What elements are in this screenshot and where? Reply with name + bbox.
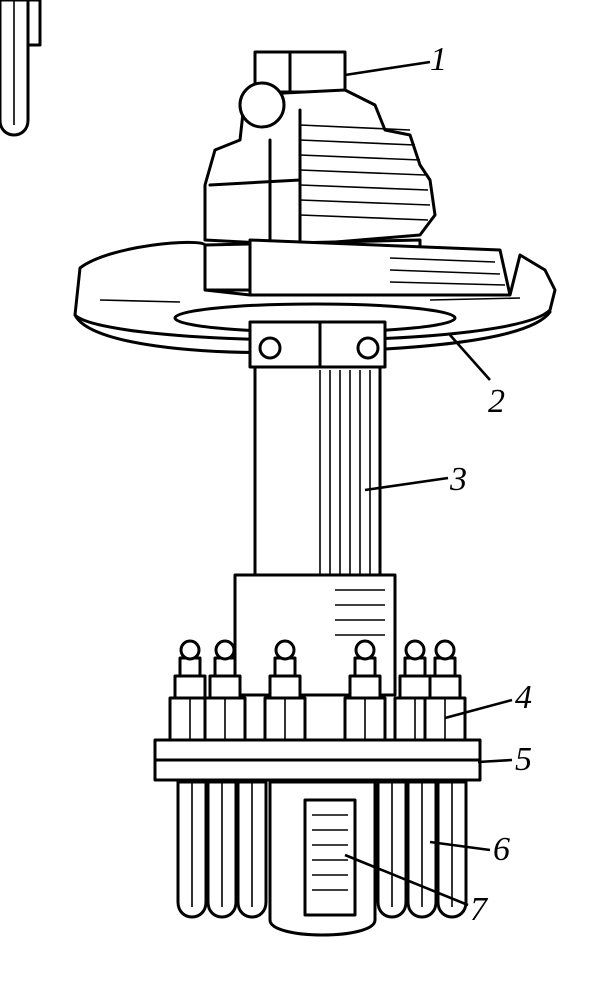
heating-elements [0,0,468,919]
leader-lines [344,60,513,907]
label-5: 5 [515,741,532,778]
label-7: 7 [470,891,489,928]
label-3: 3 [449,461,467,498]
bottom-plate [153,738,482,782]
central-sensor [268,780,377,937]
label-4: 4 [515,679,532,716]
column [233,320,397,697]
label-1: 1 [430,41,447,78]
drive-head [203,50,512,297]
label-2: 2 [488,383,505,420]
label-6: 6 [493,831,510,868]
